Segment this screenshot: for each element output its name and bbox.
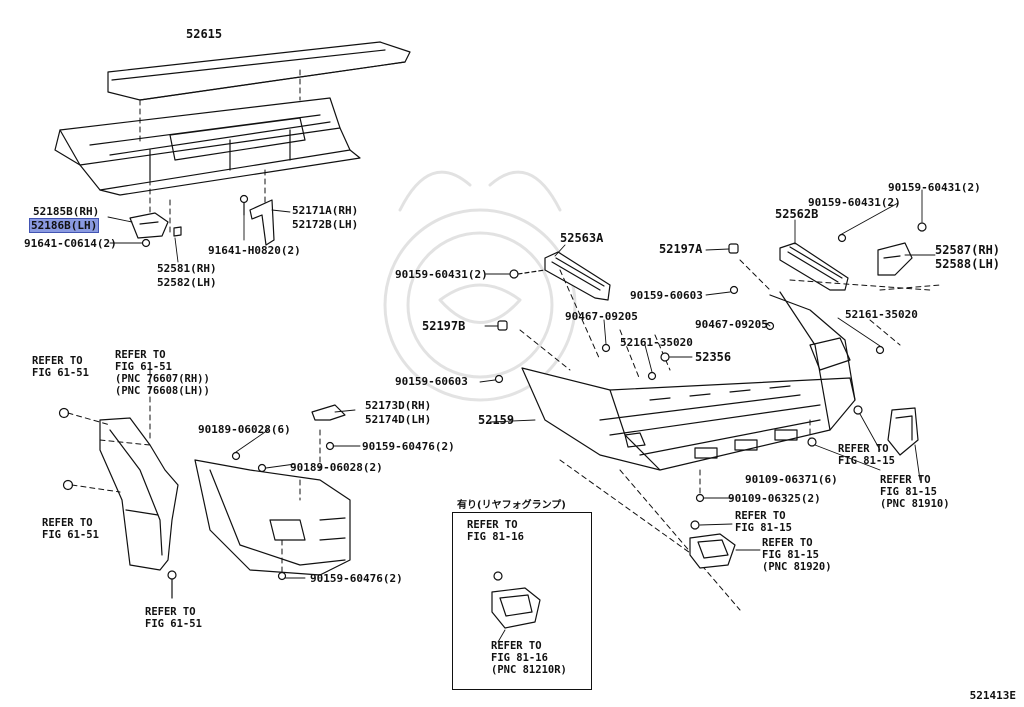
bracket-52171a [239, 194, 275, 246]
label-90159-60476-top: 90159-60476(2) [362, 440, 455, 453]
ref-fig-61-51-mid-left[interactable]: REFER TO FIG 61-51 [42, 517, 99, 541]
label-90467-09205-left: 90467-09205 [565, 310, 638, 323]
ref-fig-81-16-top[interactable]: REFER TO FIG 81-16 [467, 519, 524, 543]
inset-title: 有り(リヤフォグランプ) [457, 500, 566, 511]
bolt-90159-60431-left [509, 269, 519, 279]
ref-fig-61-51-bottom[interactable]: REFER TO FIG 61-51 [145, 606, 202, 630]
ref-fig-81-15-right[interactable]: REFER TO FIG 81-15 [838, 443, 895, 467]
label-90159-60431-left: 90159-60431(2) [395, 268, 488, 281]
label-52159: 52159 [478, 413, 515, 427]
label-91641-c0614: 91641-C0614(2) [24, 237, 117, 250]
label-52172b: 52172B(LH) [292, 218, 359, 231]
label-52197b: 52197B [422, 319, 466, 333]
label-52197a: 52197A [659, 242, 703, 256]
label-90159-60476-bottom: 90159-60476(2) [310, 572, 403, 585]
retainer-52563a [544, 251, 611, 301]
label-52161-35020-left: 52161-35020 [620, 336, 693, 349]
label-52615: 52615 [186, 27, 223, 41]
frame-crossmember [54, 97, 361, 196]
label-52582: 52582(LH) [157, 276, 217, 289]
bracket-52587 [837, 222, 927, 276]
mudguard [58, 407, 179, 599]
lamp-81910 [853, 405, 919, 456]
label-52161-35020-right: 52161-35020 [845, 308, 918, 321]
ref-fig-81-15-mid[interactable]: REFER TO FIG 81-15 [735, 510, 792, 534]
figure-code: 521413E [969, 689, 1016, 702]
bracket-52173d [311, 404, 346, 421]
label-52562b: 52562B [775, 207, 819, 221]
reinforcement-52615 [107, 41, 411, 101]
label-91641-h0820: 91641-H0820(2) [208, 244, 301, 257]
ref-fig-81-15-pnc-81910[interactable]: REFER TO FIG 81-15 (PNC 81910) [880, 474, 950, 510]
label-52171a: 52171A(RH) [292, 204, 359, 217]
label-90109-06371: 90109-06371(6) [745, 473, 838, 486]
rear-bumper-cover-52159 [521, 291, 856, 471]
ref-fig-61-51-top-left[interactable]: REFER TO FIG 61-51 [32, 355, 89, 379]
label-52173d: 52173D(RH) [365, 399, 432, 412]
label-90159-60603-top: 90159-60603 [630, 289, 703, 302]
label-52185b: 52185B(RH) [33, 205, 100, 218]
label-52174d: 52174D(LH) [365, 413, 432, 426]
label-52186b[interactable]: 52186B(LH) [28, 218, 100, 233]
side-extension-panel [194, 441, 351, 581]
bracket-52185b [129, 212, 182, 248]
label-52587: 52587(RH) [935, 243, 1001, 257]
lamp-81920 [689, 520, 736, 569]
label-90109-06325: 90109-06325(2) [728, 492, 821, 505]
ref-fig-81-15-pnc-81920[interactable]: REFER TO FIG 81-15 (PNC 81920) [762, 537, 832, 573]
label-90159-60431-mid: 90159-60431(2) [808, 196, 901, 209]
label-52563a: 52563A [560, 231, 604, 245]
clip-52197a [728, 243, 739, 254]
clip-52197b [497, 320, 508, 331]
ref-fig-61-51-pnc[interactable]: REFER TO FIG 61-51 (PNC 76607(RH)) (PNC … [115, 349, 210, 397]
inset-fog-lamp [491, 571, 541, 629]
label-90467-09205-right: 90467-09205 [695, 318, 768, 331]
label-90189-06028-6: 90189-06028(6) [198, 423, 291, 436]
label-90159-60431-right: 90159-60431(2) [888, 181, 981, 194]
ref-fig-81-16-pnc[interactable]: REFER TO FIG 81-16 (PNC 81210R) [491, 640, 567, 676]
inset-fog-lamp-box [452, 512, 592, 690]
label-90159-60603-bottom: 90159-60603 [395, 375, 468, 388]
label-52581: 52581(RH) [157, 262, 217, 275]
label-52356: 52356 [695, 350, 732, 364]
watermark-emblem [383, 170, 577, 402]
label-90189-06028-2: 90189-06028(2) [290, 461, 383, 474]
label-52588: 52588(LH) [935, 257, 1001, 271]
